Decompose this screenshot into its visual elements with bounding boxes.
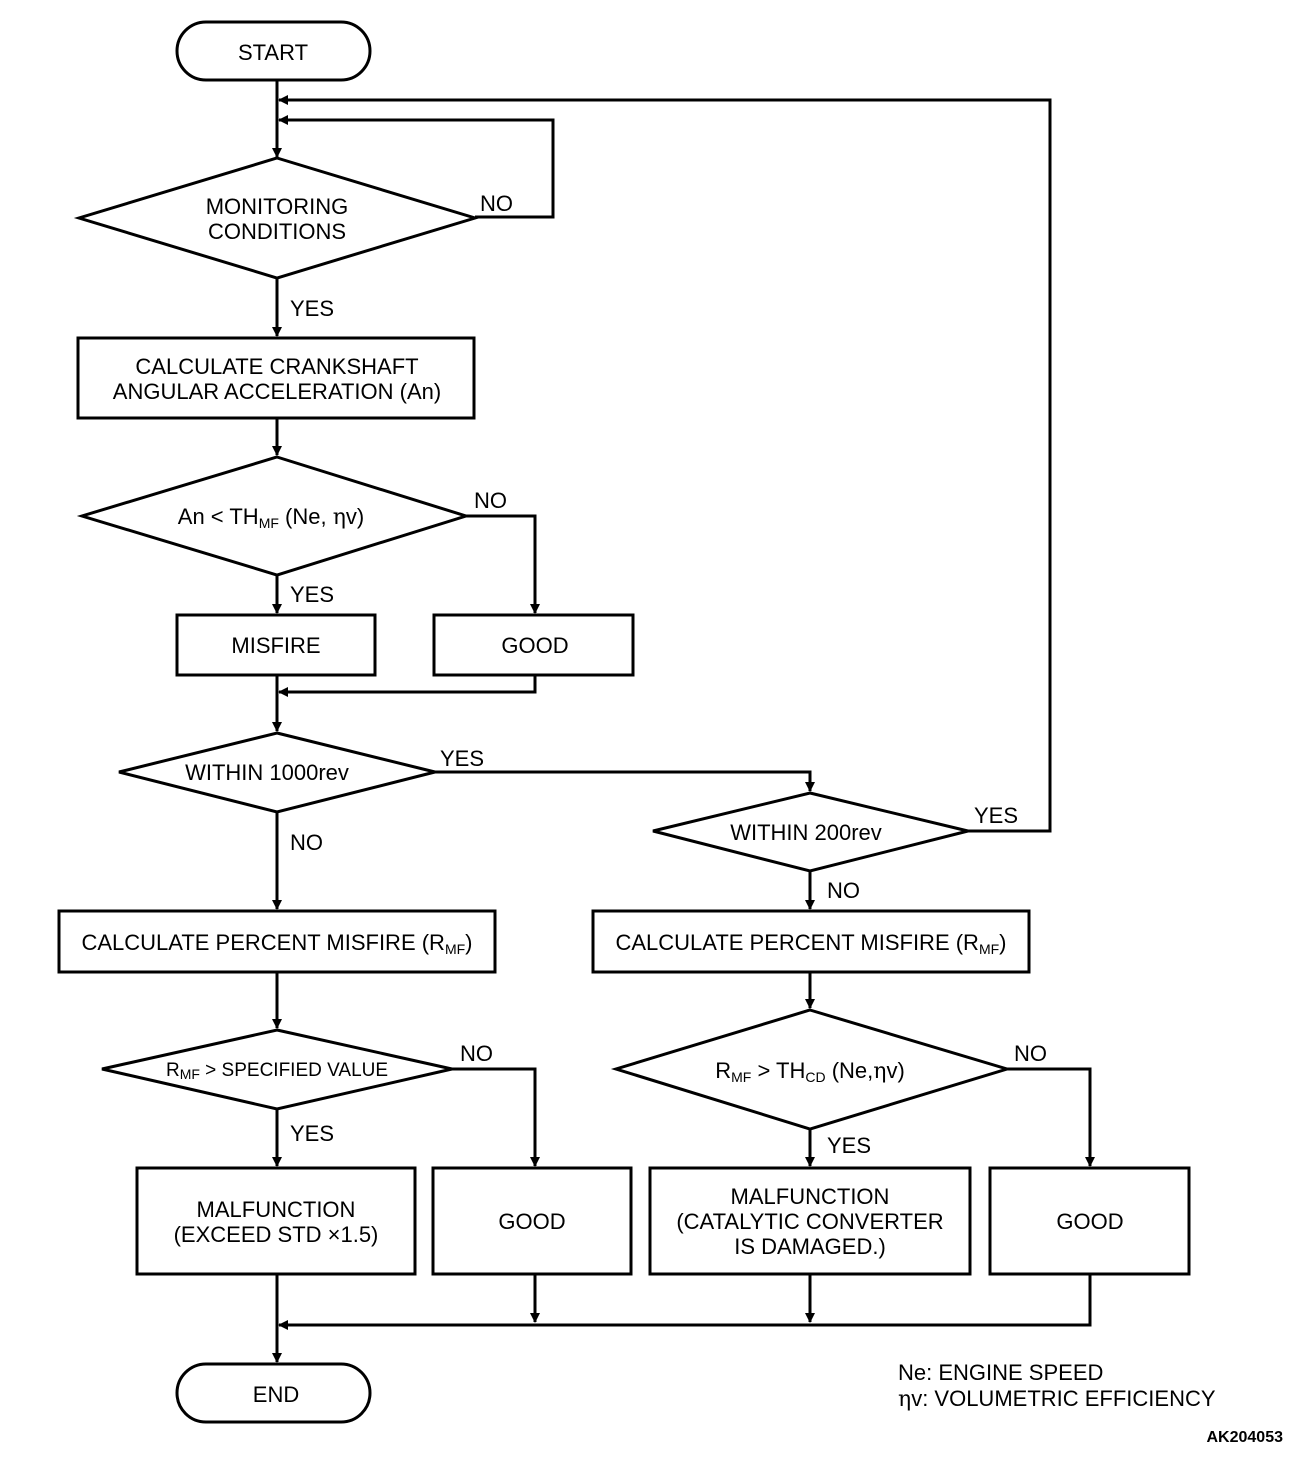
malf-std-label-1: MALFUNCTION — [197, 1197, 356, 1222]
connector-an-no — [466, 514, 540, 614]
monitoring-label-1: MONITORING — [206, 194, 349, 219]
good-label-3: GOOD — [1056, 1209, 1123, 1234]
connector-good1-merge — [278, 675, 537, 697]
label-yes-within200: YES — [974, 803, 1018, 828]
label-yes-rmf-th: YES — [827, 1133, 871, 1158]
good-box-1: GOOD — [432, 613, 635, 677]
calc-an-label-2: ANGULAR ACCELERATION (An) — [113, 379, 441, 404]
connector-within1000-yes — [435, 770, 815, 792]
figure-code: AK204053 — [1207, 1429, 1284, 1446]
malfunction-exceed-std-box: MALFUNCTION (EXCEED STD ×1.5) — [135, 1166, 417, 1276]
calc-an-label-1: CALCULATE CRANKSHAFT — [135, 354, 418, 379]
calc-rmf-left-label: CALCULATE PERCENT MISFIRE (RMF) — [81, 930, 472, 957]
good-label-1: GOOD — [501, 633, 568, 658]
rmf-threshold-cd-decision: RMF > THCD (Ne,ηv) — [610, 1008, 1013, 1131]
misfire-label: MISFIRE — [231, 633, 320, 658]
good-box-2: GOOD — [431, 1166, 633, 1276]
end-terminal: END — [175, 1362, 372, 1424]
legend-volumetric-efficiency: ηv: VOLUMETRIC EFFICIENCY — [898, 1386, 1216, 1412]
branch-labels: NO YES NO YES YES YES NO NO NO NO YES YE… — [290, 191, 1047, 1158]
label-no-within1000: NO — [290, 830, 323, 855]
good-box-3: GOOD — [988, 1166, 1191, 1276]
malf-cat-label-3: IS DAMAGED.) — [734, 1234, 886, 1259]
label-no-monitoring: NO — [480, 191, 513, 216]
connector-rmf-spec-no — [452, 1067, 540, 1167]
label-no-rmf-th: NO — [1014, 1041, 1047, 1066]
an-threshold-decision: An < THMF (Ne, ηv) — [76, 455, 472, 577]
good-label-2: GOOD — [498, 1209, 565, 1234]
start-label: START — [238, 40, 308, 65]
label-yes-an: YES — [290, 582, 334, 607]
label-no-within200: NO — [827, 878, 860, 903]
connector-rmf-th-no — [1007, 1067, 1095, 1167]
label-no-rmf-spec: NO — [460, 1041, 493, 1066]
calc-percent-misfire-left-box: CALCULATE PERCENT MISFIRE (RMF) — [57, 909, 497, 974]
monitoring-label-2: CONDITIONS — [208, 219, 346, 244]
connector-monitoring-no-loop — [278, 115, 555, 219]
legend-engine-speed: Ne: ENGINE SPEED — [898, 1360, 1103, 1385]
rmf-spec-label: RMF > SPECIFIED VALUE — [166, 1060, 388, 1082]
connector-within200-yes-loop — [278, 95, 1052, 833]
malf-std-label-2: (EXCEED STD ×1.5) — [174, 1222, 379, 1247]
malf-cat-label-2: (CATALYTIC CONVERTER — [676, 1209, 943, 1234]
within-200-label: WITHIN 200rev — [730, 820, 882, 845]
an-threshold-label: An < THMF (Ne, ηv) — [178, 504, 364, 531]
label-no-an: NO — [474, 488, 507, 513]
end-label: END — [253, 1382, 299, 1407]
connectors — [272, 80, 1095, 1363]
misfire-box: MISFIRE — [175, 613, 377, 677]
within-1000-label: WITHIN 1000rev — [185, 760, 349, 785]
malfunction-catalytic-box: MALFUNCTION (CATALYTIC CONVERTER IS DAMA… — [648, 1166, 972, 1276]
rmf-th-label: RMF > THCD (Ne,ηv) — [715, 1058, 905, 1085]
calc-rmf-right-label: CALCULATE PERCENT MISFIRE (RMF) — [615, 930, 1006, 957]
label-yes-monitoring: YES — [290, 296, 334, 321]
within-1000rev-decision: WITHIN 1000rev — [118, 731, 436, 814]
monitoring-conditions-decision: MONITORING CONDITIONS — [73, 156, 481, 280]
within-200rev-decision: WITHIN 200rev — [652, 791, 969, 873]
connector-good3-merge — [278, 1275, 1092, 1330]
calc-percent-misfire-right-box: CALCULATE PERCENT MISFIRE (RMF) — [591, 909, 1031, 974]
label-yes-within1000: YES — [440, 746, 484, 771]
label-yes-rmf-spec: YES — [290, 1121, 334, 1146]
legend: Ne: ENGINE SPEED ηv: VOLUMETRIC EFFICIEN… — [898, 1360, 1283, 1446]
start-terminal: START — [175, 20, 372, 82]
malf-cat-label-1: MALFUNCTION — [731, 1184, 890, 1209]
rmf-specified-value-decision: RMF > SPECIFIED VALUE — [101, 1028, 453, 1111]
calc-angular-acceleration-box: CALCULATE CRANKSHAFT ANGULAR ACCELERATIO… — [76, 336, 476, 420]
